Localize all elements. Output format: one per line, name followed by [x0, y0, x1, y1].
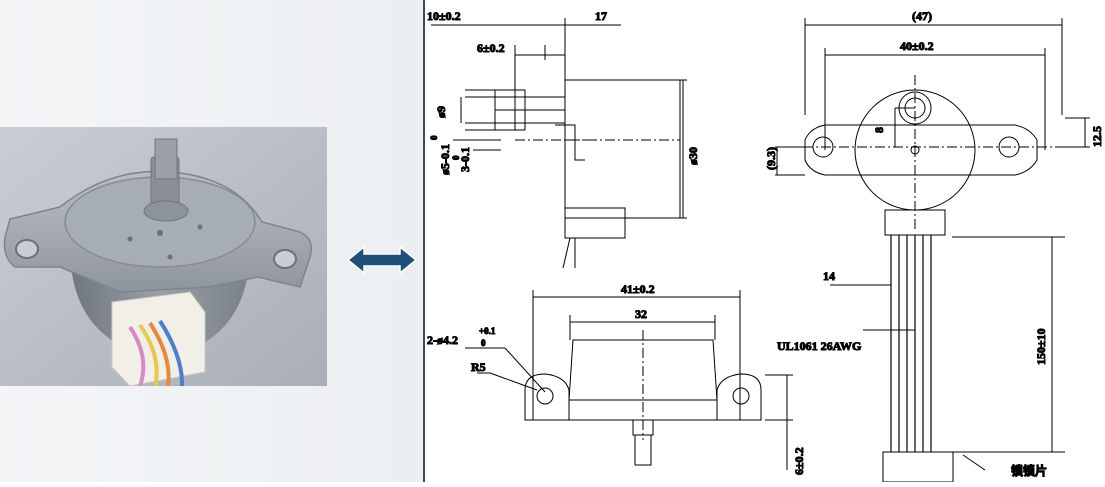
technical-drawing: 10±0.2 17 6±0.2 ø9 0 ø5-0.1 0 3-0.1 ø30: [425, 0, 1105, 483]
bottom-view: 41±0.2 32 2-ø4.2 +0.1 0 R5 6±0.2: [427, 282, 807, 476]
dim-hole-tol-lower: 0: [481, 338, 486, 348]
dim-6-bottom: 6±0.2: [792, 447, 806, 475]
dim-hole-tol-upper: +0.1: [479, 326, 496, 336]
panel-divider: [423, 0, 425, 482]
photo-panel: [0, 0, 423, 482]
lock-label: 锁锁片: [1011, 463, 1047, 478]
double-headed-arrow-icon: [346, 244, 418, 281]
dim-6: 6±0.2: [477, 41, 505, 55]
dim-d9: ø9: [434, 106, 448, 118]
front-view: (47) 40±0.2 8 (9.3) 12.5 14 150±10 UL106…: [764, 9, 1105, 483]
dim-40: 40±0.2: [900, 39, 934, 53]
dim-d3: 3-0.1: [458, 147, 472, 172]
stepper-motor-photo: [0, 127, 327, 386]
dim-d5-upper: 0: [429, 135, 439, 140]
dim-10: 10±0.2: [427, 9, 461, 23]
side-view: 10±0.2 17 6±0.2 ø9 0 ø5-0.1 0 3-0.1 ø30: [427, 9, 701, 269]
motor-photo: [0, 127, 327, 386]
cable-label: UL1061 26AWG: [777, 339, 861, 353]
dim-d30: ø30: [686, 147, 700, 165]
dim-150: 150±10: [1034, 328, 1048, 365]
dim-hole: 2-ø4.2: [427, 333, 458, 347]
dim-r5: R5: [471, 360, 486, 374]
dim-32: 32: [635, 307, 647, 321]
dim-d5: ø5-0.1: [438, 144, 452, 175]
dim-17: 17: [595, 9, 607, 23]
dim-41: 41±0.2: [621, 282, 655, 296]
dim-8: 8: [872, 127, 886, 133]
dim-d3-upper: 0: [451, 155, 461, 160]
dim-47: (47): [912, 9, 932, 23]
dim-14: 14: [823, 269, 835, 283]
dim-9-3: (9.3): [764, 147, 778, 170]
dim-12-5: 12.5: [1090, 126, 1104, 147]
motor-dimension-drawing: 10±0.2 17 6±0.2 ø9 0 ø5-0.1 0 3-0.1 ø30: [427, 9, 1105, 483]
